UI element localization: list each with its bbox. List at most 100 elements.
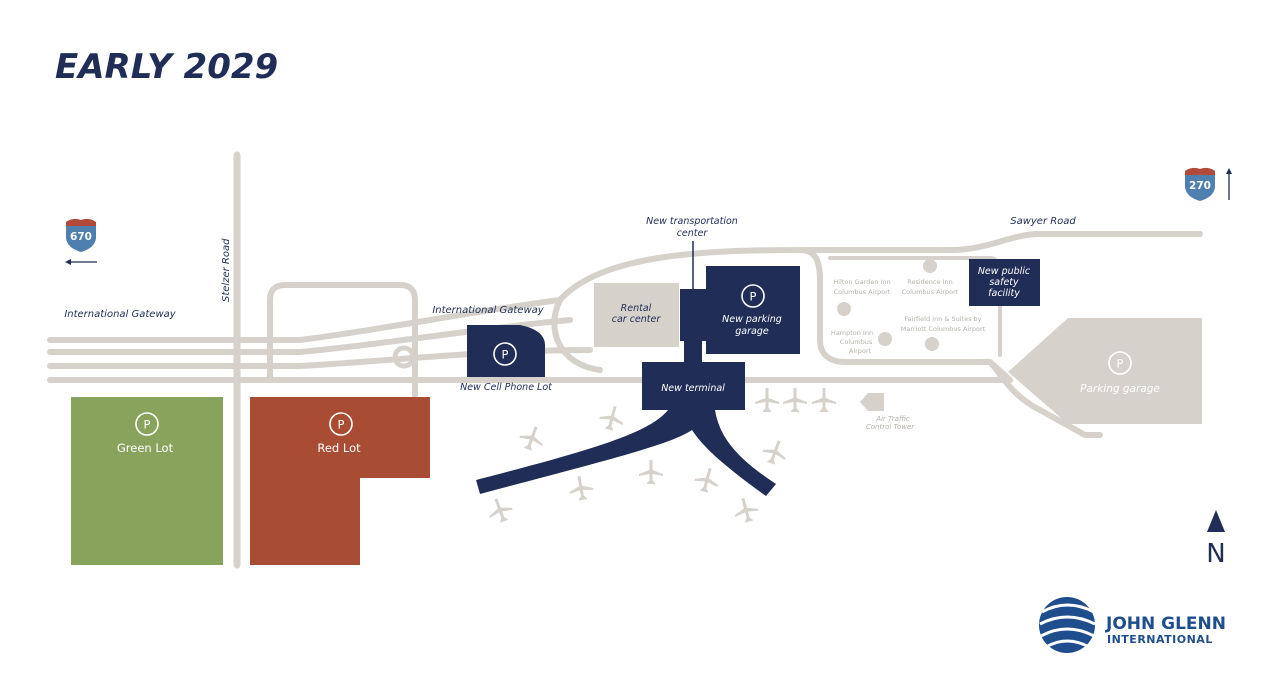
hotel-marker-hampton [878, 332, 892, 346]
hotel-fairfield-line2: Marriott Columbus Airport [901, 325, 986, 333]
road-label-sawyer: Sawyer Road [1010, 216, 1076, 227]
road-label-international-gateway-west: International Gateway [64, 309, 176, 320]
parking-icon-letter: P [1117, 357, 1124, 371]
central-loop-west [551, 297, 603, 373]
transport-line2: center [677, 228, 709, 239]
airplane-icon [489, 498, 513, 523]
concourse [476, 410, 776, 496]
airplane-icon [762, 440, 786, 465]
green-lot[interactable]: P Green Lot [71, 397, 223, 565]
hotel-hampton-line2: Columbus [840, 338, 873, 346]
roundabout [392, 345, 416, 369]
parking-icon-letter: P [338, 418, 345, 432]
hotel-hilton-line2: Columbus Airport [834, 288, 891, 296]
cell-phone-lot[interactable]: P New Cell Phone Lot [460, 325, 553, 393]
airplane-icon [569, 475, 594, 501]
rental-line1: Rental [621, 303, 652, 314]
tower-icon [860, 393, 884, 411]
cell-phone-lot-label: New Cell Phone Lot [460, 382, 553, 393]
garage-line1: New parking [722, 314, 782, 325]
airplane-icon [519, 426, 543, 451]
i270-shield-icon: 270 [1185, 167, 1215, 201]
logo-line1: JOHN GLENN [1105, 614, 1226, 634]
hotel-residence-line1: Residence Inn [907, 278, 952, 286]
gateway-lane-1 [47, 297, 563, 343]
airplanes [489, 388, 836, 523]
parking-icon-letter: P [502, 348, 509, 362]
airplane-icon [734, 498, 759, 523]
road-label-stelzer: Stelzer Road [221, 238, 232, 302]
terminal-label: New terminal [661, 383, 725, 394]
parking-icon [135, 412, 159, 436]
gateway-lane-2 [47, 317, 573, 355]
airplane-icon [783, 388, 807, 412]
hotel-marker-hilton [837, 302, 851, 316]
hotel-residence-line2: Columbus Airport [902, 288, 959, 296]
parking-icon [493, 342, 517, 366]
transport-line1: New transportation [646, 216, 738, 227]
parking-icon-letter: P [750, 290, 757, 304]
i270-number: 270 [1189, 180, 1211, 192]
airplane-icon [755, 388, 779, 412]
i670-number: 670 [70, 231, 92, 243]
safety-line3: facility [988, 288, 1020, 299]
sawyer-road-line [557, 231, 1203, 303]
airplane-icon [639, 460, 663, 484]
west-arrow-icon [65, 259, 97, 265]
hotel-hampton-line1: Hampton Inn [831, 329, 873, 337]
compass: N [1206, 510, 1226, 569]
hotel-marker-residence [923, 259, 937, 273]
hotel-hampton-line3: Airport [849, 347, 872, 355]
parking-icon [1108, 351, 1132, 375]
parking-garage-east[interactable]: P Parking garage [1008, 318, 1202, 424]
road-label-international-gateway-center: International Gateway [432, 305, 544, 316]
hotel-loop [797, 247, 1013, 383]
airplane-icon [694, 468, 719, 493]
logo-line2: INTERNATIONAL [1107, 633, 1213, 646]
green-lot-label: Green Lot [117, 441, 174, 455]
safety-line2: safety [989, 277, 1019, 288]
atc-line1: Air Traffic [875, 415, 910, 423]
garage-connector [684, 340, 702, 365]
red-lot-label: Red Lot [317, 441, 361, 455]
new-terminal[interactable]: New terminal [476, 362, 776, 496]
rental-line2: car center [612, 314, 662, 325]
transport-building [680, 289, 706, 341]
garage-line2: garage [735, 326, 769, 337]
parking-icon [741, 284, 765, 308]
hotel-hilton-line1: Hilton Garden Inn [833, 278, 890, 286]
parking-icon [329, 412, 353, 436]
page-title: EARLY 2029 [55, 47, 278, 87]
north-label: N [1206, 539, 1225, 569]
north-arrow-small-icon [1226, 168, 1232, 200]
airplane-icon [812, 388, 836, 412]
red-lot[interactable]: P Red Lot [250, 397, 430, 565]
parking-garage-label: Parking garage [1080, 383, 1160, 395]
parking-icon-letter: P [144, 418, 151, 432]
john-glenn-logo: JOHN GLENN INTERNATIONAL [1039, 597, 1226, 653]
safety-line1: New public [978, 266, 1031, 277]
hotel-fairfield-line1: Fairfield Inn & Suites by [904, 315, 981, 323]
i670-shield-icon: 670 [66, 218, 96, 252]
airplane-icon [599, 406, 624, 431]
hotel-marker-fairfield [925, 337, 939, 351]
west-loop [267, 282, 418, 398]
globe-logo-icon [1039, 597, 1096, 653]
atc-line2: Control Tower [866, 423, 915, 431]
garage-exit [987, 359, 1103, 438]
